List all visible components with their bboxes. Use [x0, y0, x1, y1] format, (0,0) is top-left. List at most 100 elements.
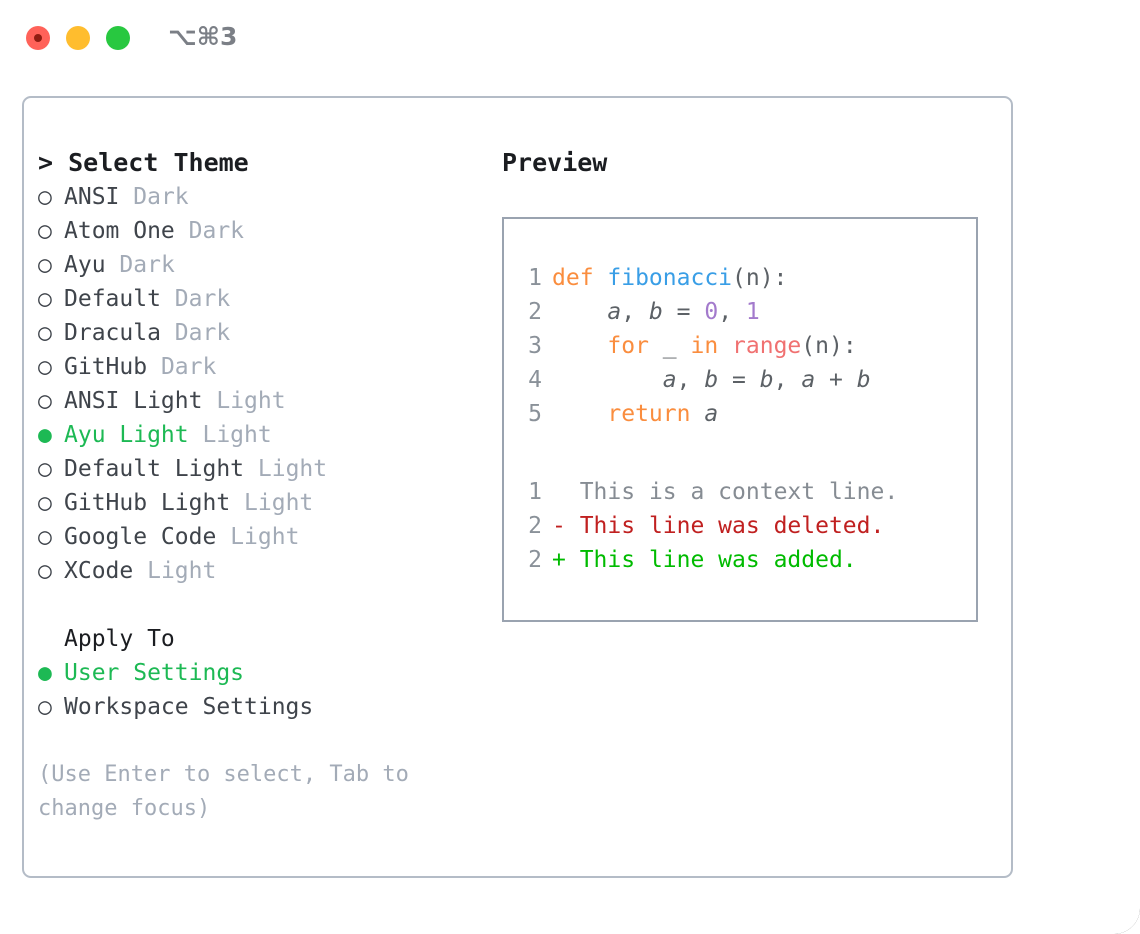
code-token — [718, 333, 732, 359]
code-token — [552, 299, 607, 325]
keyboard-hint-text: (Use Enter to select, Tab to change focu… — [38, 762, 423, 821]
radio-unselected-icon[interactable]: ○ — [38, 694, 52, 720]
radio-unselected-icon[interactable]: ○ — [38, 252, 52, 278]
theme-list-item[interactable]: ○ Default Light Light — [38, 452, 488, 486]
code-token: 0 — [704, 299, 719, 325]
close-window-button[interactable] — [26, 26, 50, 50]
code-token: = — [662, 299, 705, 325]
code-token: , — [718, 299, 746, 325]
code-token: b — [704, 367, 719, 393]
theme-list-item[interactable]: ○ Dracula Dark — [38, 316, 488, 350]
apply-to-label: User Settings — [64, 660, 245, 686]
theme-list-item[interactable]: ○Google Code Light — [38, 520, 488, 554]
theme-list-item[interactable]: ○ GitHub Light Light — [38, 486, 488, 520]
line-number: 2 — [528, 299, 542, 325]
radio-unselected-icon[interactable]: ○ — [38, 456, 52, 482]
theme-name: Ayu — [64, 252, 106, 278]
radio-selected-icon[interactable]: ● — [38, 422, 52, 448]
theme-list-item[interactable]: ○ Atom One Dark — [38, 214, 488, 248]
radio-unselected-icon[interactable]: ○ — [38, 320, 52, 346]
radio-unselected-icon[interactable]: ○ — [38, 524, 52, 550]
diff-text: This line was deleted. — [565, 513, 885, 539]
apply-to-label: Workspace Settings — [64, 694, 314, 720]
code-token: range — [732, 333, 802, 359]
theme-selection-column: > Select Theme ○ANSI Dark○Atom One Dark○… — [38, 146, 488, 826]
code-line: 5 return a — [516, 397, 871, 431]
theme-name: XCode — [64, 558, 134, 584]
theme-list-item[interactable]: ○ ANSI Dark — [38, 180, 488, 214]
code-token: def — [552, 265, 608, 291]
theme-variant-tag: Dark — [133, 184, 189, 210]
code-token: a — [662, 367, 677, 393]
code-token: , — [621, 299, 649, 325]
theme-list: ○ ANSI Dark ○ Atom One Dark ○ Ayu Dark ○ Defaul… — [38, 180, 488, 588]
radio-unselected-icon[interactable]: ○ — [38, 286, 52, 312]
theme-variant-tag: Light — [216, 388, 286, 414]
keyboard-shortcut-label: ⌥⌘3 — [168, 22, 238, 51]
diff-text: This line was added. — [565, 547, 857, 573]
theme-name: GitHub Light — [64, 490, 231, 516]
code-token: fibonacci — [607, 265, 733, 291]
theme-variant-tag: Light — [244, 490, 314, 516]
select-theme-heading: > Select Theme — [38, 148, 249, 177]
theme-name: Dracula — [64, 320, 161, 346]
code-token: b — [648, 299, 663, 325]
theme-list-item[interactable]: ○ Default Dark — [38, 282, 488, 316]
radio-unselected-icon[interactable]: ○ — [38, 490, 52, 516]
code-token: _ — [648, 333, 691, 359]
diff-line: 1 This is a context line. — [516, 475, 898, 509]
theme-variant-tag: Dark — [174, 286, 231, 312]
theme-variant-tag: Light — [257, 456, 328, 482]
theme-list-item[interactable]: ○GitHub Dark — [38, 350, 488, 384]
code-line: 3 for _ in range(n): — [516, 329, 871, 363]
minimize-window-button[interactable] — [66, 26, 90, 50]
code-line: 4 a, b = b, a + b — [516, 363, 871, 397]
theme-variant-tag: Light — [230, 524, 300, 550]
apply-to-heading: Apply To — [64, 626, 175, 652]
theme-variant-tag: Dark — [119, 252, 175, 278]
apply-to-list: ● User Settings ○ Workspace Settings — [38, 656, 488, 724]
apply-to-item[interactable]: ● User Settings — [38, 656, 488, 690]
radio-unselected-icon[interactable]: ○ — [38, 558, 52, 584]
maximize-window-button[interactable] — [106, 26, 130, 50]
code-token: in — [690, 333, 719, 359]
theme-name: Ayu Light — [64, 422, 189, 448]
apply-to-item[interactable]: ○ Workspace Settings — [38, 690, 488, 724]
code-token: (n): — [801, 333, 857, 359]
code-line: 2 a, b = 0, 1 — [516, 295, 871, 329]
diff-sample: 1 This is a context line.2- This line wa… — [516, 475, 898, 577]
radio-unselected-icon[interactable]: ○ — [38, 184, 52, 210]
title-bar: ⌥⌘3 — [0, 0, 1140, 76]
code-token: a — [607, 299, 622, 325]
theme-variant-tag: Dark — [188, 218, 245, 244]
code-token: , — [773, 367, 802, 393]
diff-marker — [552, 479, 566, 505]
theme-name: Default Light — [64, 456, 245, 482]
theme-list-item[interactable]: ○ Ayu Dark — [38, 248, 488, 282]
theme-name: ANSI — [64, 184, 120, 210]
theme-name: Default — [64, 286, 161, 312]
window-corner-mask — [1114, 908, 1140, 934]
radio-unselected-icon[interactable]: ○ — [38, 218, 52, 244]
theme-list-item[interactable]: ○XCode Light — [38, 554, 488, 588]
code-token: , — [676, 367, 705, 393]
radio-unselected-icon[interactable]: ○ — [38, 388, 52, 414]
radio-selected-icon[interactable]: ● — [38, 660, 52, 686]
theme-name: Atom One — [64, 218, 175, 244]
code-token: for — [607, 333, 649, 359]
theme-list-item[interactable]: ●Ayu Light Light — [38, 418, 488, 452]
code-token: a — [801, 367, 816, 393]
theme-list-item[interactable]: ○ANSI Light Light — [38, 384, 488, 418]
diff-text: This is a context line. — [565, 479, 899, 505]
diff-marker: + — [552, 547, 566, 573]
code-token: b — [856, 367, 871, 393]
code-token — [690, 401, 704, 427]
line-number: 2 — [528, 547, 542, 573]
radio-unselected-icon[interactable]: ○ — [38, 354, 52, 380]
code-token — [552, 401, 607, 427]
code-token — [552, 333, 607, 359]
theme-variant-tag: Dark — [174, 320, 231, 346]
